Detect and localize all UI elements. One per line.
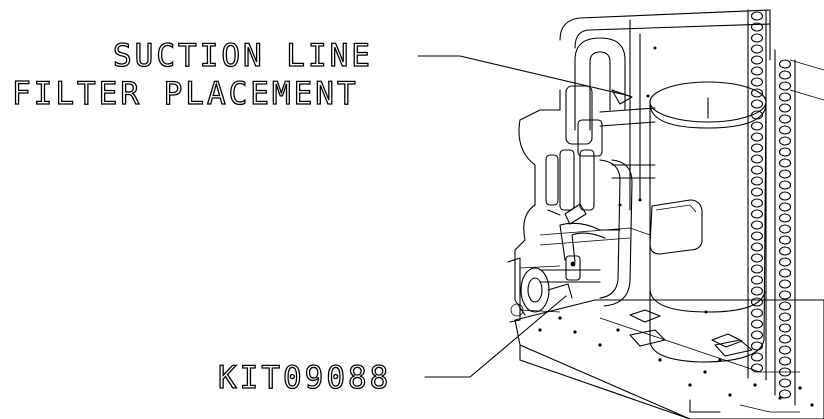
- coil-loop: [750, 220, 764, 230]
- coil-loop: [778, 125, 792, 135]
- coil-loop: [778, 92, 792, 102]
- coil-loop: [778, 59, 792, 69]
- coil-loop: [750, 121, 764, 131]
- base-plate: [514, 299, 824, 419]
- coil-loop: [750, 308, 764, 318]
- lower-left-assembly: [507, 257, 561, 323]
- coil-loop: [750, 253, 764, 263]
- coil-loop: [778, 103, 792, 113]
- coil-loop: [750, 88, 764, 98]
- coil-loop: [750, 99, 764, 109]
- coil-loop: [750, 242, 764, 252]
- coil-loop: [778, 301, 792, 311]
- coil-loop: [778, 70, 792, 80]
- coil-loop: [750, 44, 764, 54]
- coil-loop: [750, 231, 764, 241]
- coil-loop: [778, 279, 792, 289]
- coil-loop: [778, 147, 792, 157]
- callout-suction-line-text-1: SUCTION LINE: [113, 38, 373, 74]
- coil-loop: [778, 389, 792, 399]
- coil-loop: [778, 169, 792, 179]
- coil-loop: [778, 81, 792, 91]
- base-plate-holes: [538, 316, 814, 407]
- coil-loop: [778, 235, 792, 245]
- coil-loop: [750, 176, 764, 186]
- coil-loop: [750, 319, 764, 329]
- coil-loop: [750, 66, 764, 76]
- coil-loop: [750, 341, 764, 351]
- leader-kit: [424, 295, 567, 378]
- coil-loop: [750, 275, 764, 285]
- coil-loop: [778, 224, 792, 234]
- coil-loop: [750, 330, 764, 340]
- frame-dots: [618, 46, 708, 314]
- coil-loop: [750, 286, 764, 296]
- coil-loop: [778, 268, 792, 278]
- coil-loop: [778, 191, 792, 201]
- coil-loop: [750, 55, 764, 65]
- coil-loop: [778, 367, 792, 377]
- coil-loop: [750, 11, 764, 21]
- coil-loop: [750, 33, 764, 43]
- coil-loop: [750, 154, 764, 164]
- coil-loop: [778, 202, 792, 212]
- leader-suction-line: [417, 55, 633, 105]
- coil-loop: [778, 323, 792, 333]
- coil-loop: [750, 143, 764, 153]
- coil-loop: [750, 297, 764, 307]
- coil-loop: [778, 246, 792, 256]
- coil-loop: [778, 356, 792, 366]
- coil-loop: [750, 77, 764, 87]
- callout-suction-line-text-2: FILTER PLACEMENT: [12, 76, 359, 112]
- coil-loop: [750, 22, 764, 32]
- condenser-coil: [747, 9, 796, 406]
- coil-loop: [750, 198, 764, 208]
- piping: [539, 37, 656, 307]
- back-frame: [514, 9, 824, 316]
- coil-loop: [778, 180, 792, 190]
- coil-loop: [750, 110, 764, 120]
- coil-loop: [778, 114, 792, 124]
- coil-loop: [750, 363, 764, 373]
- coil-loop: [750, 352, 764, 362]
- coil-loop: [750, 132, 764, 142]
- coil-loop: [778, 378, 792, 388]
- coil-loop: [778, 312, 792, 322]
- coil-loop: [750, 264, 764, 274]
- coil-loop: [778, 213, 792, 223]
- coil-loop: [750, 187, 764, 197]
- coil-loop: [750, 209, 764, 219]
- coil-loop: [778, 290, 792, 300]
- coil-loop: [778, 345, 792, 355]
- callout-kit-text: KIT09088: [218, 360, 391, 396]
- coil-loop: [778, 257, 792, 267]
- coil-loop: [778, 334, 792, 344]
- scroll-compressor: [629, 81, 767, 363]
- coil-loop: [778, 136, 792, 146]
- coil-loop: [750, 165, 764, 175]
- coil-loop: [778, 158, 792, 168]
